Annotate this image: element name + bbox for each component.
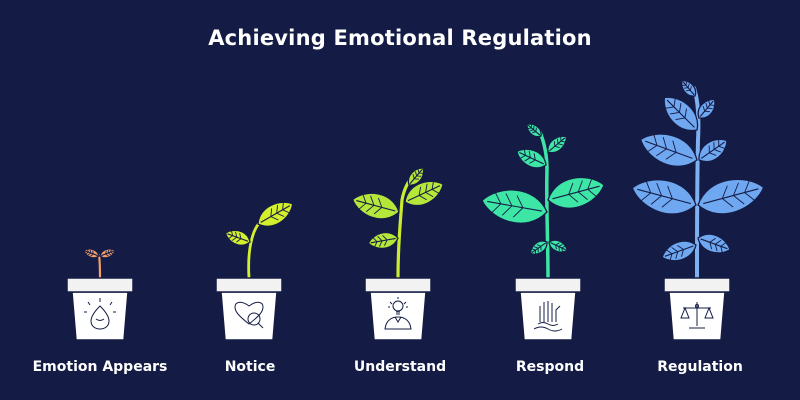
flower-pot [66,277,134,341]
leaf [661,240,697,262]
leaf [697,98,716,119]
stem [538,130,550,280]
leaf [257,201,294,227]
droplet-face-icon [84,298,116,330]
leaf [631,179,697,215]
leaf [481,189,548,224]
hand-waves-icon [533,301,563,332]
leaf [639,133,698,167]
leaf [547,135,568,154]
leaf [663,96,699,132]
balance-scale-icon [680,302,714,329]
leaf [351,192,400,220]
stage-label-regulation: Regulation [657,359,743,375]
leaf [697,233,731,254]
leaf [698,138,728,163]
plant-regulation [631,80,765,341]
stage-label-respond: Respond [515,359,585,375]
diagram-title: Achieving Emotional Regulation [208,26,592,50]
stem [692,86,701,280]
plant-understand [351,167,444,341]
plant-notice [215,201,294,341]
leaf [548,239,568,253]
flower-pot [514,277,582,341]
leaf [367,231,399,249]
leaf [697,178,765,215]
leaf [407,167,425,186]
leaf [224,229,251,246]
person-lightbulb-icon [384,297,412,330]
flower-pot [364,277,432,341]
plant-emotion-appears [66,248,134,341]
flower-pot [215,277,283,341]
leaf [83,248,100,259]
leaf [404,180,444,207]
leaf [681,80,697,97]
stem [97,253,102,280]
stage-label-notice: Notice [224,359,276,375]
plant-respond [481,123,605,341]
leaf [526,123,542,138]
stage-label-understand: Understand [353,359,447,375]
leaf [516,148,547,169]
stage-label-emotion-appears: Emotion Appears [32,359,168,375]
heart-magnifier-icon [234,301,264,329]
leaf [529,240,548,255]
leaf [547,176,605,209]
leaf [99,248,116,259]
